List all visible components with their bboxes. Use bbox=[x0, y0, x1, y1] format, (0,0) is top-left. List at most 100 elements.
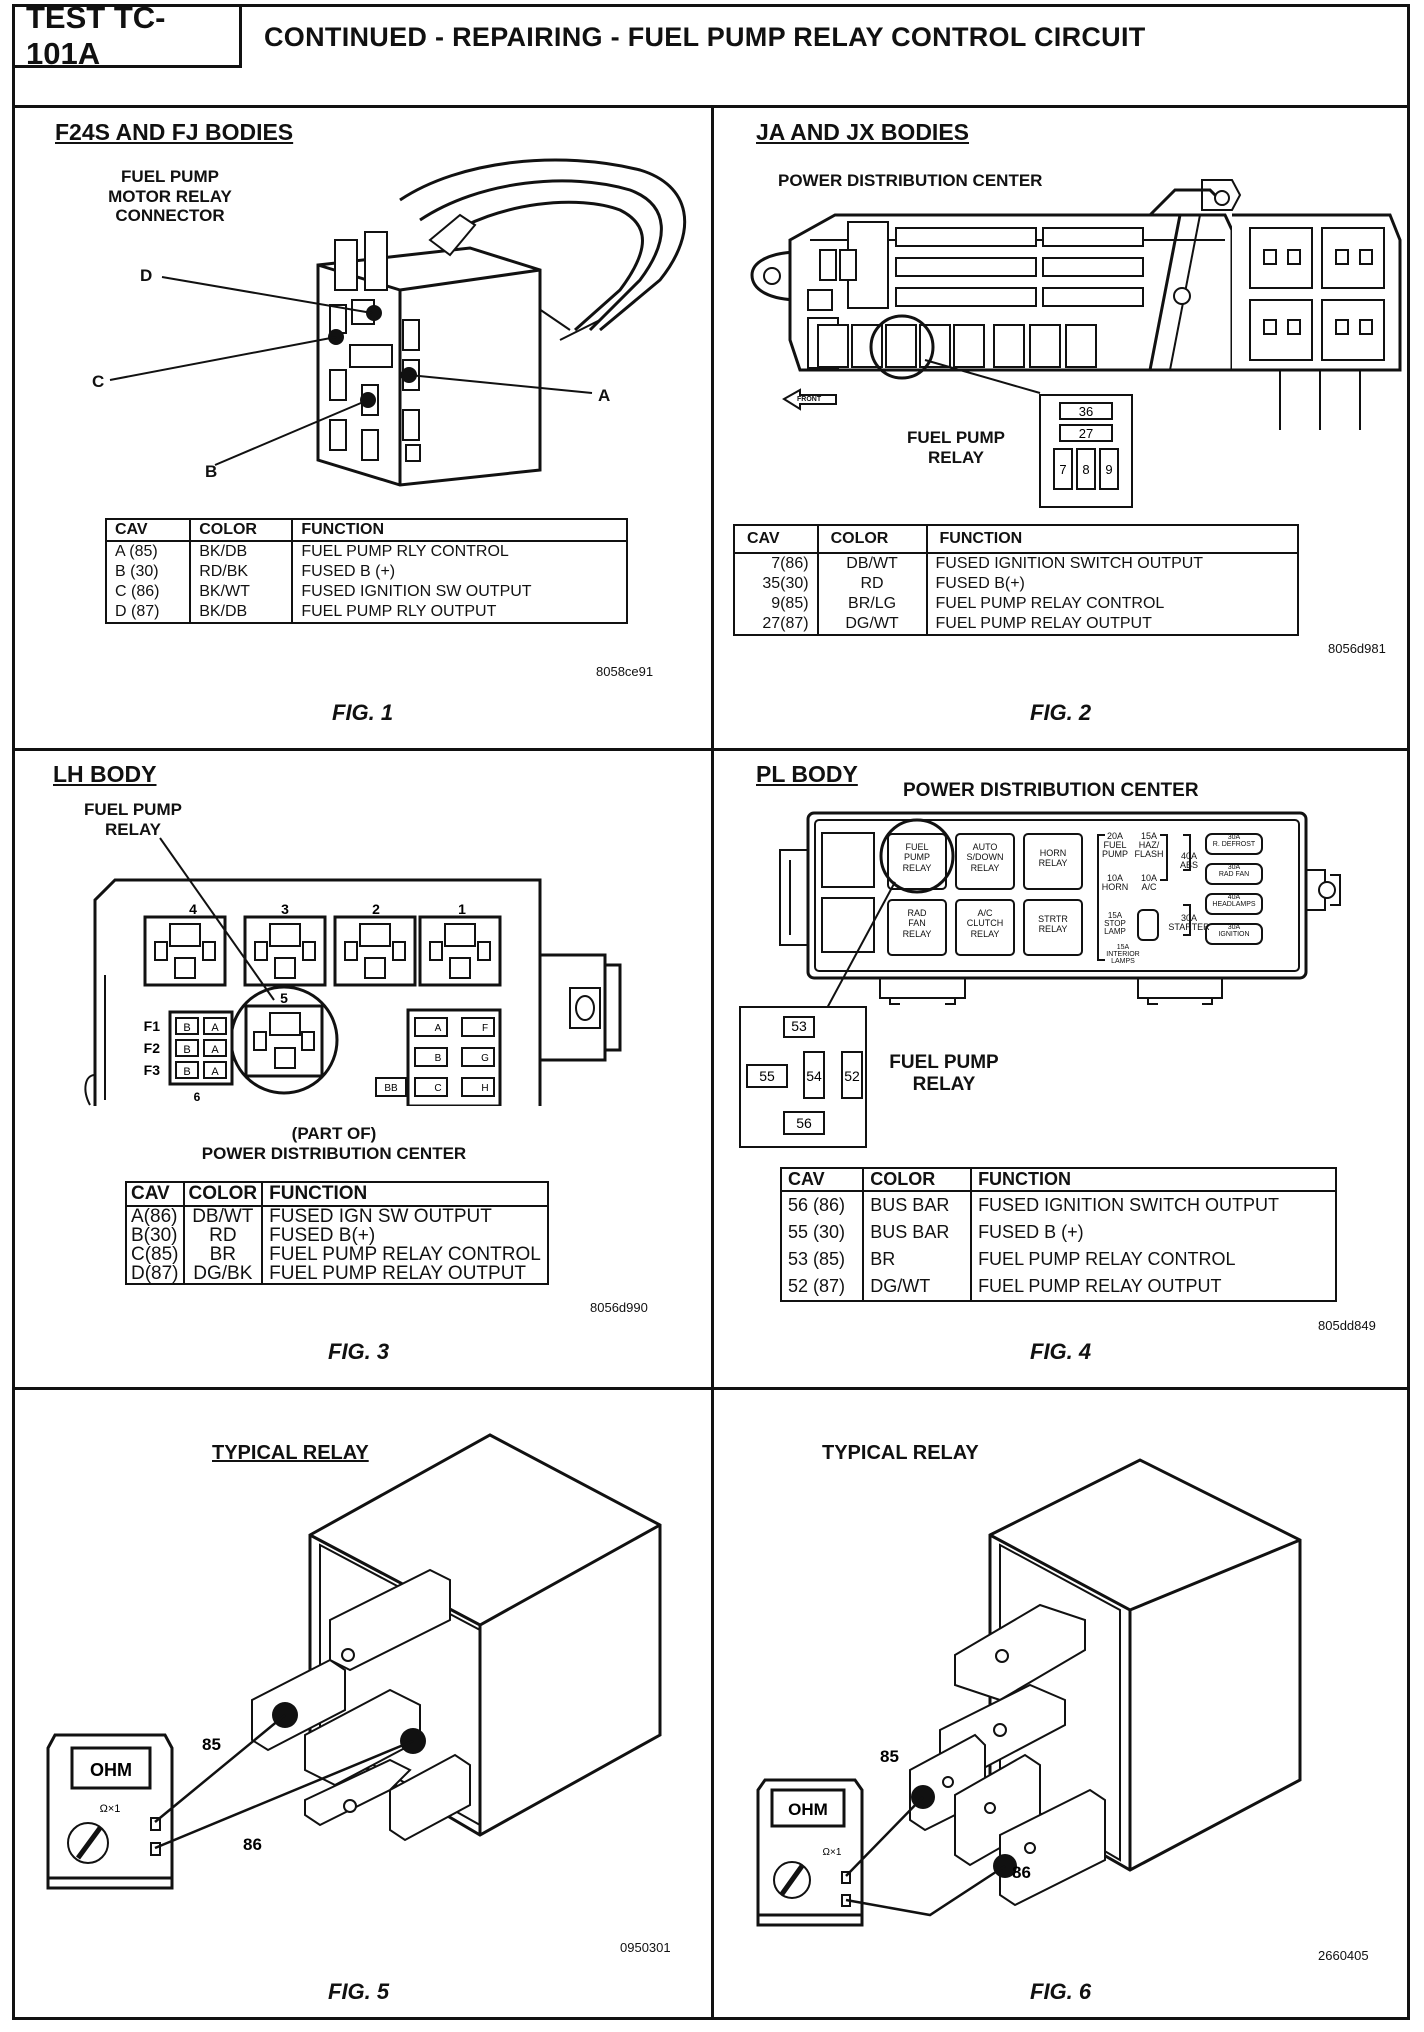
relay-label: A/C CLUTCH RELAY bbox=[966, 908, 1004, 939]
fig1-pin-a-label: A bbox=[598, 386, 611, 405]
fig5-terminal-86: 86 bbox=[243, 1835, 262, 1854]
cavity-letter: F bbox=[482, 1023, 488, 1034]
fig4-code: 805dd849 bbox=[1318, 1318, 1376, 1333]
fuse-label: 40A ABS bbox=[1179, 851, 1198, 870]
relay-number: 5 bbox=[280, 990, 288, 1006]
fig2-cavity-8: 8 bbox=[1082, 462, 1089, 477]
fig6-terminal-86: 86 bbox=[1012, 1863, 1031, 1882]
fig3-caption: FIG. 3 bbox=[328, 1339, 390, 1364]
fig6-terminal-85: 85 bbox=[880, 1747, 899, 1766]
relay-number: 2 bbox=[372, 901, 380, 917]
relay-label: AUTO S/DOWN RELAY bbox=[966, 842, 1004, 873]
page-frame bbox=[12, 4, 1410, 2020]
fig2-subtitle: POWER DISTRIBUTION CENTER bbox=[778, 171, 1043, 190]
fig4-relay-label: FUEL PUMP RELAY bbox=[889, 1052, 999, 1095]
fuse-label: 30A IGNITION bbox=[1218, 924, 1250, 938]
fig1-code: 8058ce91 bbox=[596, 664, 654, 679]
fig2-code: 8056d981 bbox=[1328, 641, 1386, 656]
table-header: COLOR bbox=[189, 518, 294, 542]
fuse-letter: B bbox=[183, 1022, 190, 1034]
fig2-front-label: FRONT bbox=[797, 396, 822, 403]
fig4-section-title: PL BODY bbox=[756, 761, 858, 787]
fig4-cavity: 52 bbox=[844, 1068, 860, 1084]
fuse-label: 30A R. DEFROST bbox=[1212, 834, 1256, 848]
fuse-letter: A bbox=[211, 1022, 219, 1034]
fig6-code: 2660405 bbox=[1318, 1948, 1369, 1963]
cavity-letter: B bbox=[435, 1053, 442, 1064]
fig5-meter-display: OHM bbox=[90, 1760, 132, 1780]
fig4-cavity: 53 bbox=[791, 1018, 807, 1034]
fig6-meter-range: Ω×1 bbox=[823, 1847, 842, 1858]
fuse-label: F2 bbox=[144, 1040, 161, 1056]
fig5-meter-range: Ω×1 bbox=[100, 1803, 121, 1815]
cavity-letter: BB bbox=[384, 1083, 398, 1094]
fuse-letter: B bbox=[183, 1044, 190, 1056]
fuse-label: 6 bbox=[194, 1090, 201, 1104]
table-header: COLOR bbox=[816, 524, 928, 554]
fig6-caption: FIG. 6 bbox=[1030, 1979, 1092, 2004]
fig2-caption: FIG. 2 bbox=[1030, 700, 1092, 725]
table-header: COLOR bbox=[862, 1167, 973, 1192]
fig1-pin-b-label: B bbox=[205, 462, 218, 481]
fuse-label: 15A HAZ/ FLASH bbox=[1134, 831, 1164, 859]
fuse-label: 15A INTERIOR LAMPS bbox=[1106, 944, 1140, 965]
fig4-cavity: 54 bbox=[806, 1068, 822, 1084]
fuse-letter: A bbox=[211, 1066, 219, 1078]
table-header: CAV bbox=[779, 1167, 865, 1192]
fig5-title: TYPICAL RELAY bbox=[212, 1442, 369, 1464]
fig1-connector-diagram bbox=[109, 158, 687, 487]
fuse-label: 30A STARTER bbox=[1168, 913, 1210, 932]
fig1-caption: FIG. 1 bbox=[332, 700, 394, 725]
column-divider bbox=[711, 105, 714, 2018]
fuse-label: 15A STOP LAMP bbox=[1104, 911, 1126, 936]
fig5-relay-diagram: OHM Ω×1 85 86 bbox=[46, 1433, 662, 1890]
fig4-caption: FIG. 4 bbox=[1030, 1339, 1092, 1364]
fig1-component-label: FUEL PUMP MOTOR RELAY CONNECTOR bbox=[108, 167, 232, 226]
table-header: CAV bbox=[125, 1181, 185, 1207]
relay-number: 3 bbox=[281, 901, 289, 917]
fig6-meter-display: OHM bbox=[788, 1800, 828, 1819]
fig2-cavity-36: 36 bbox=[1079, 404, 1093, 419]
fig2-pdc-diagram: 36 27 7 8 9 bbox=[750, 179, 1402, 508]
fig5-terminal-85: 85 bbox=[202, 1735, 221, 1754]
table-header: FUNCTION bbox=[925, 524, 1300, 554]
table-header: CAV bbox=[104, 518, 192, 542]
fig4-cavity: 56 bbox=[796, 1115, 812, 1131]
fuse-label: 40A HEADLAMPS bbox=[1212, 894, 1256, 908]
fig2-cavity-9: 9 bbox=[1105, 462, 1112, 477]
relay-number: 4 bbox=[189, 901, 197, 917]
fuse-letter: B bbox=[183, 1066, 190, 1078]
cavity-letter: C bbox=[434, 1083, 441, 1094]
relay-label: RAD FAN RELAY bbox=[902, 908, 932, 939]
fig4-subtitle: POWER DISTRIBUTION CENTER bbox=[903, 780, 1199, 801]
fig3-bottom-label: (PART OF) POWER DISTRIBUTION CENTER bbox=[201, 1124, 467, 1163]
fig5-caption: FIG. 5 bbox=[328, 1979, 390, 2004]
fuse-letter: A bbox=[211, 1044, 219, 1056]
relay-label: FUEL PUMP RELAY bbox=[902, 842, 932, 873]
fig3-pdc-diagram: B A B A B A A B C F G H BB 4 3 2 1 5 F1 … bbox=[84, 837, 622, 1110]
table-header: FUNCTION bbox=[970, 1167, 1337, 1192]
fig1-section-title: F24S AND FJ BODIES bbox=[55, 119, 294, 145]
relay-label: STRTR RELAY bbox=[1038, 914, 1068, 935]
fig4-cavity: 55 bbox=[759, 1068, 775, 1084]
table-header: COLOR bbox=[182, 1181, 264, 1207]
